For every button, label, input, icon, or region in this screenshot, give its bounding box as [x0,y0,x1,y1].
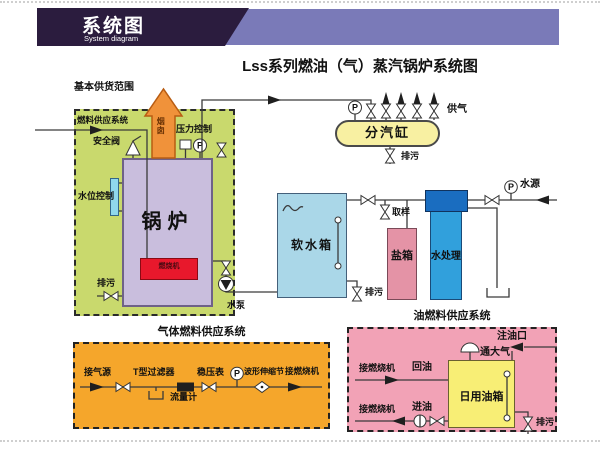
fuel-supply-line [35,125,148,258]
steam-line: P [201,95,376,158]
gas-system-label: 气体燃料供应系统 [157,326,246,338]
bottom-border-pattern [0,440,600,442]
gas-pipe: P [80,366,322,400]
salt-tank-label: 盐箱 [391,250,413,262]
source-pressure-gauge-icon [504,180,518,194]
oil-fill-port-label: 注油口 [497,331,527,342]
boiler-label: 锅炉 [141,211,194,233]
distributor-blowdown-label: 排污 [401,151,420,161]
water-pump-label: 水泵 [227,300,246,310]
feedwater-pump-icon [213,260,277,293]
water-level-stubs [119,182,122,212]
softening-line [347,195,425,205]
t-filter-label: T型过滤器 [133,367,175,377]
salt-tank-box [387,228,417,300]
boiler-blowdown-label: 排污 [97,278,116,288]
oil-return-line [355,375,448,385]
water-level-control-label: 水位控制 [78,191,115,201]
vent-icon [460,342,480,360]
regulator-label: 稳压表 [197,367,225,377]
distributor-label: 分汽缸 [364,125,410,140]
water-treatment-label: 水处理 [431,251,461,262]
oil-inlet-label: 进油 [412,402,432,413]
gas-supply-label: 供气 [447,104,467,115]
page-title: Lss系列燃油（气）蒸汽锅炉系统图 [242,58,478,75]
return-oil-label: 回油 [412,362,432,373]
distributor-gauge-letter: P [352,103,358,113]
header-subtitle: System diagram [84,34,139,43]
water-source-label: 水源 [520,179,540,190]
steam-distributor-box [335,120,440,147]
vent-label: 通大气 [480,347,510,358]
daily-oil-tank-label: 日用油箱 [459,391,504,403]
boiler-gauge-letter: P [197,141,203,151]
boiler-box [122,158,213,307]
pressure-control-icons: P [179,138,227,158]
water-level-control-device [110,178,119,216]
soft-water-tank-box [277,193,347,298]
safety-valve-label: 安全阀 [93,136,121,146]
boiler-top-valve-icon [216,142,227,158]
steam-outlet-valves [381,92,439,120]
sampling-valve [380,200,390,220]
scope-label: 基本供货范围 [74,82,134,93]
gas-source-label: 接气源 [84,367,112,377]
flow-meter-label: 流量计 [170,392,198,402]
burner-label: 燃烧机 [158,263,180,270]
chimney-label: 烟囱 [156,117,166,135]
soft-tank-blowdown-label: 排污 [365,287,384,297]
water-surface-icon [282,204,304,212]
oil-blowdown-valve [515,411,533,434]
oil-tank-level-gauge [503,370,511,422]
oil-return-burner-label: 接燃烧机 [359,363,396,373]
t-filter-icon [148,387,164,400]
chimney-arrow [143,87,184,159]
top-border-pattern [0,1,600,3]
header-title: 系统图 [82,16,146,37]
soft-tank-level-gauge [334,216,342,270]
oil-inlet-line [355,414,448,428]
header-banner: 系统图 System diagram [37,8,249,46]
fuel-supply-label: 燃料供应系统 [77,115,129,125]
gas-pressure-gauge-icon [230,366,244,381]
soft-tank-blowdown-valve [347,280,362,302]
water-treatment-head [425,190,468,212]
expansion-joint-icon [253,380,271,394]
pressure-control-label: 压力控制 [176,124,213,134]
oil-blowdown-label: 排污 [536,417,555,427]
boiler-blowdown-valve [97,291,122,301]
header-band [214,9,559,45]
oil-system-label: 油燃料供应系统 [413,310,491,322]
flow-meter-icon [177,382,194,392]
distributor-blowdown-valve [385,147,395,164]
expansion-joint-label: 波形伸缩节 [244,367,284,376]
gas-gauge-letter: P [234,369,240,379]
gas-to-burner-label: 接燃烧机 [285,366,320,376]
drain-funnel-icon [468,207,510,298]
water-source-line: P [468,180,557,205]
burner-box [140,258,198,280]
source-gauge-letter: P [508,182,514,192]
safety-valve-icon [125,135,142,158]
sampling-label: 取样 [392,207,411,217]
soft-water-tank-label: 软水箱 [290,238,333,252]
oil-fill-line [510,342,557,360]
distributor-pressure-gauge-icon [348,100,362,115]
oil-inlet-burner-label: 接燃烧机 [359,404,396,414]
boiler-pressure-gauge-icon [193,138,207,153]
